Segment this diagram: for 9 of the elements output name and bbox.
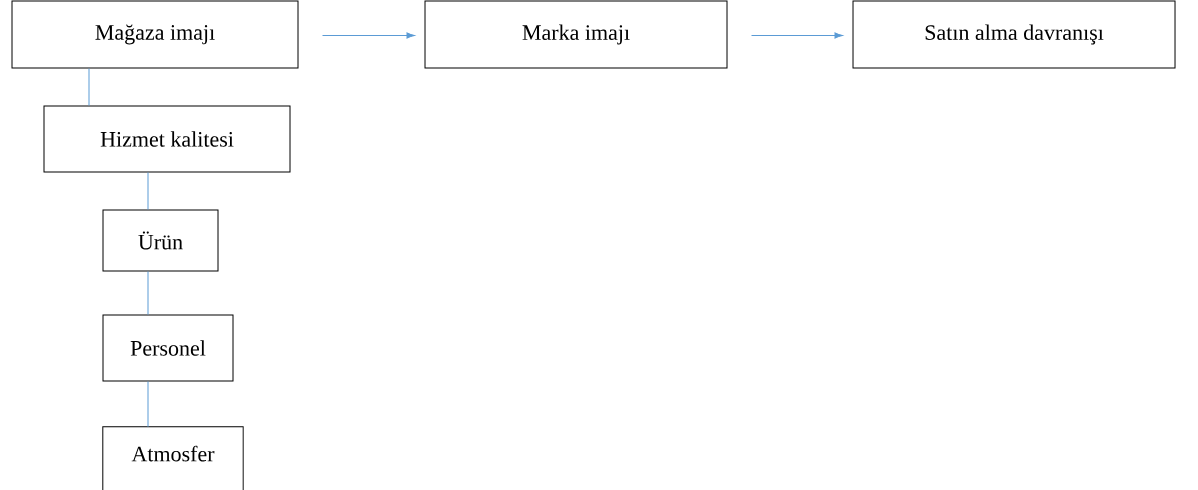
text-box: Marka imajı: [424, 0, 728, 69]
text-box: Satın alma davranışı: [852, 0, 1176, 69]
arrow: [751, 32, 843, 39]
text-box: Ürün: [102, 209, 219, 272]
text-box: Mağaza imajı: [11, 0, 299, 69]
text-box: Personel: [102, 314, 234, 382]
text-box: Hizmet kalitesi: [43, 105, 291, 173]
arrow: [322, 32, 415, 39]
text-box: Atmosfer: [102, 426, 244, 490]
